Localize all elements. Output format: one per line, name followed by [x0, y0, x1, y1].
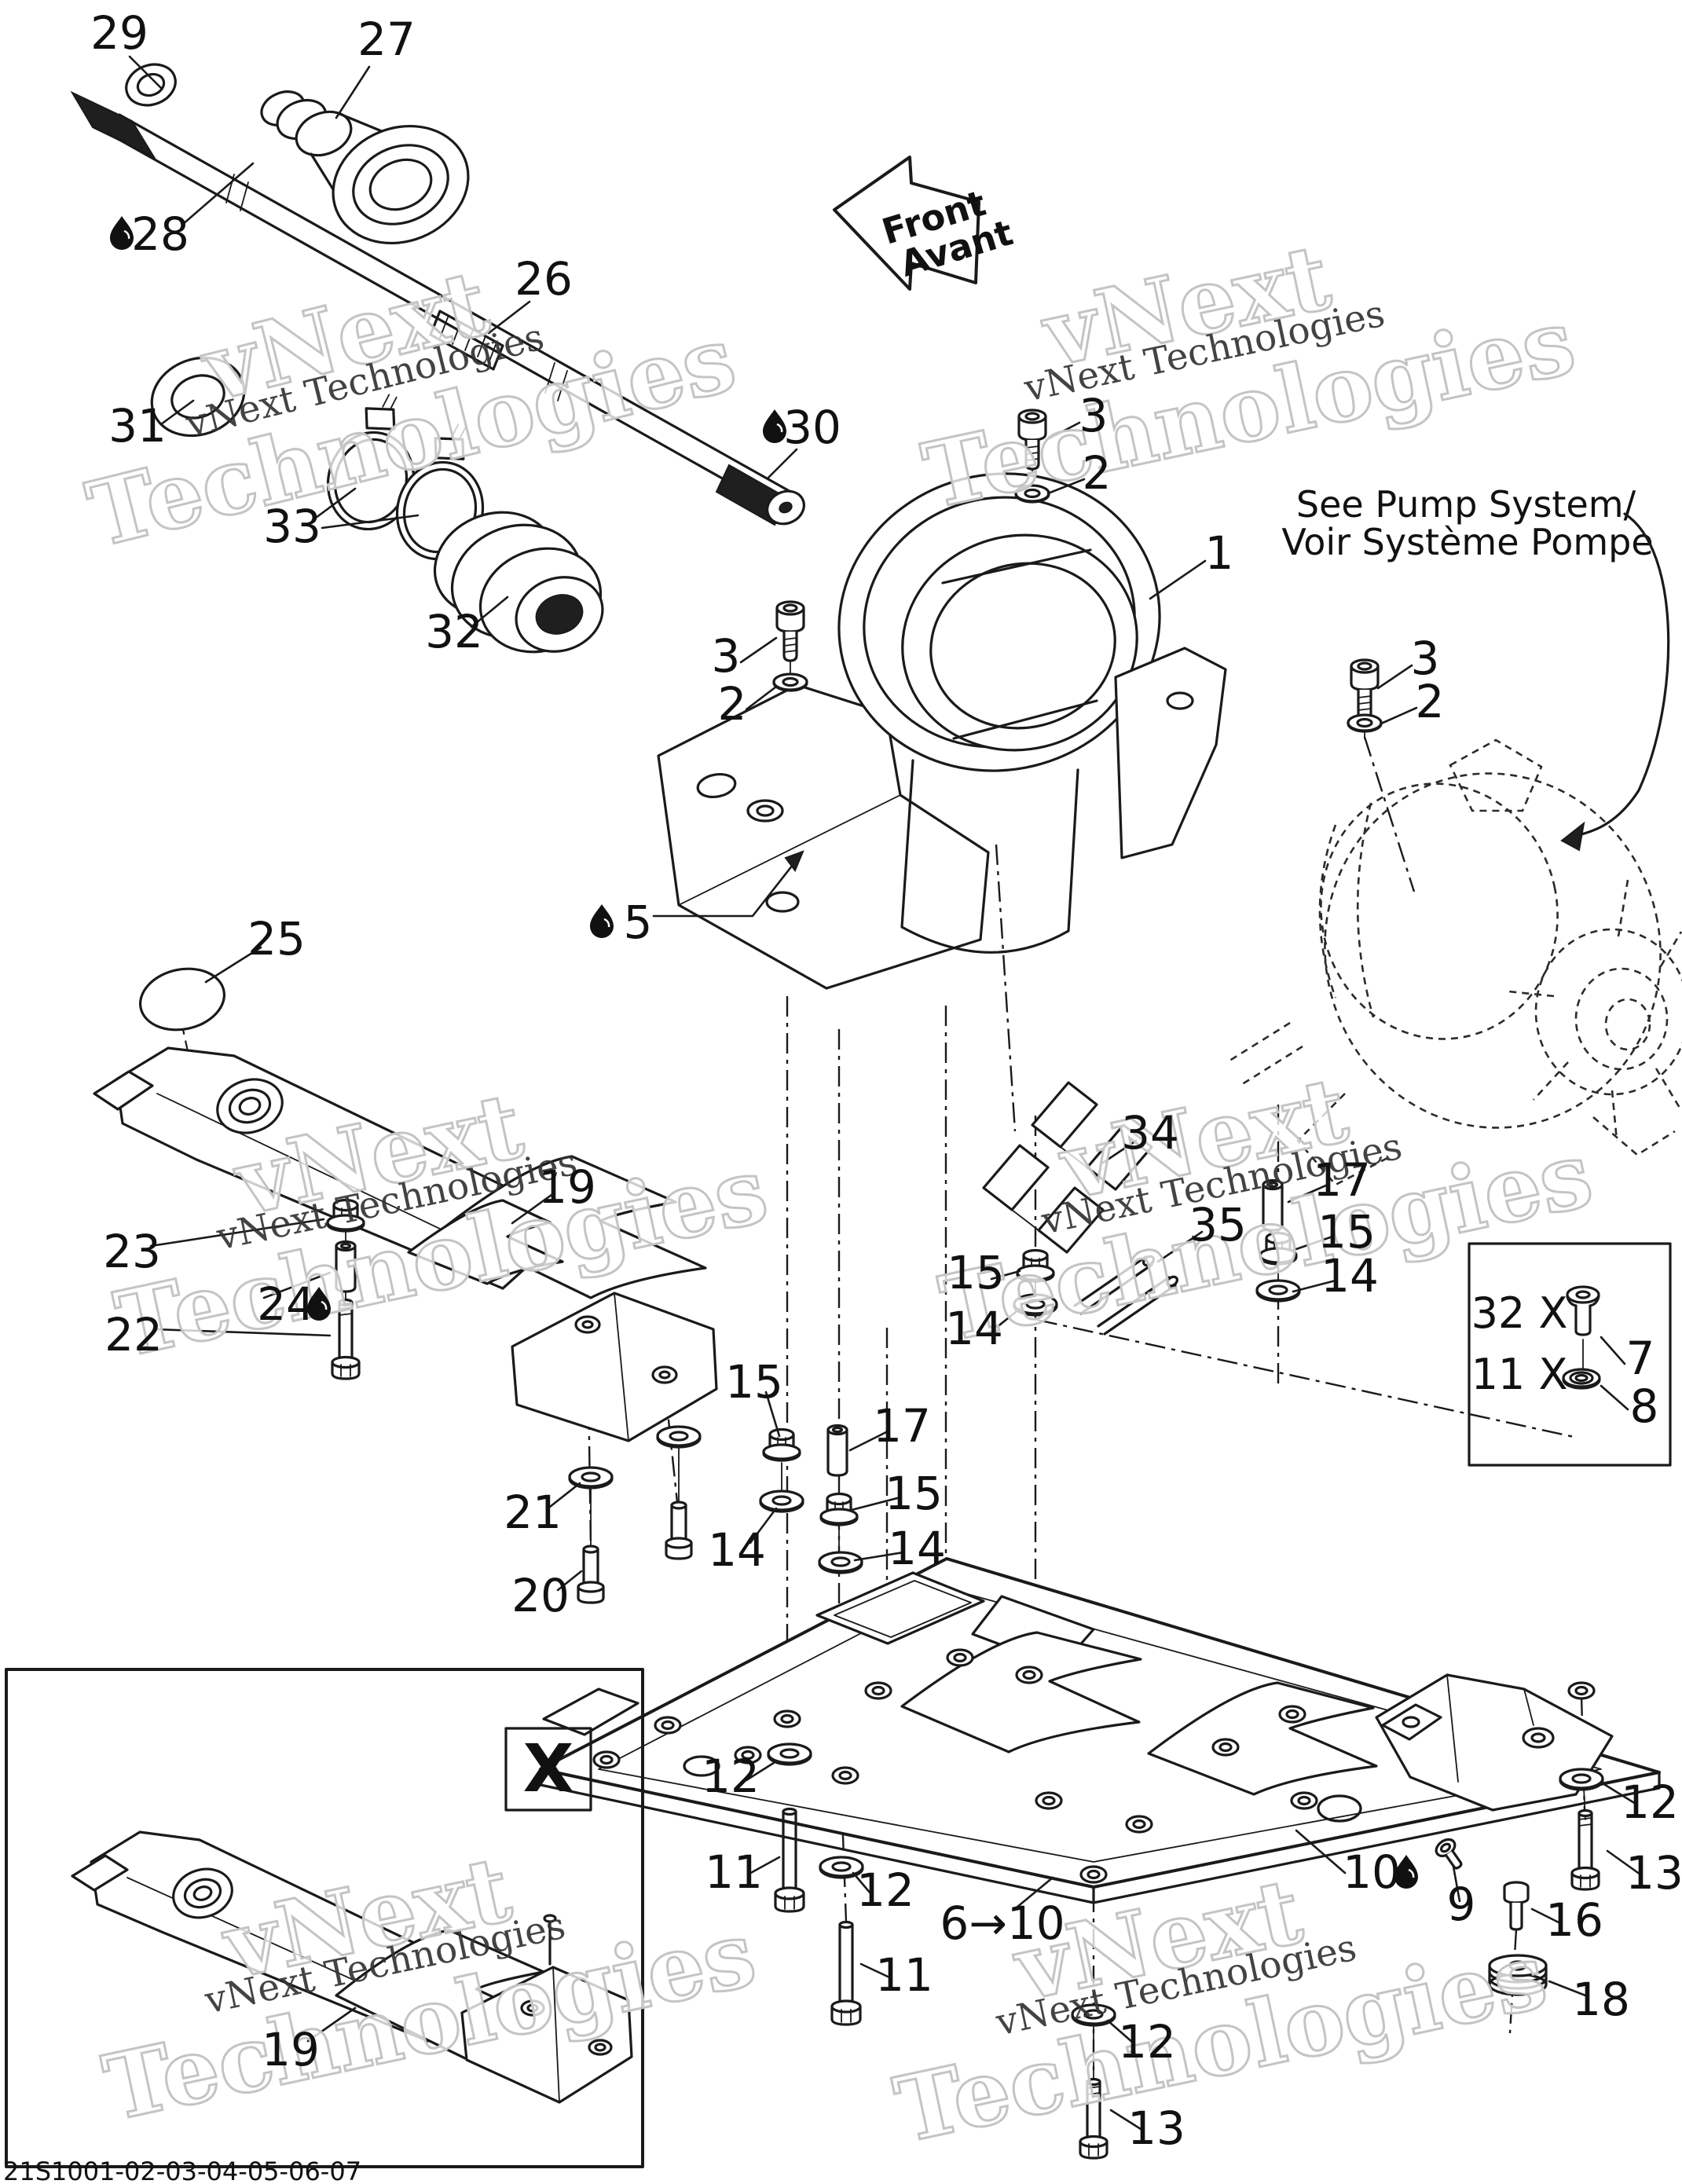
part-callout-35: 35 [1189, 1198, 1247, 1251]
part-callout-15: 15 [947, 1246, 1005, 1299]
trim-rail-19-alternate [71, 1830, 633, 2104]
part-callout-27: 27 [357, 13, 416, 66]
shaft-spline-front [70, 90, 156, 159]
screw-multiplier: 32 X [1471, 1288, 1568, 1338]
part-callout-12: 12 [856, 1863, 914, 1917]
part-callout-2: 2 [1416, 675, 1445, 728]
oil-droplet-icon [588, 903, 615, 940]
washer-multiplier: 11 X [1471, 1350, 1568, 1399]
trim-rail-19 [93, 1046, 718, 1442]
part-callout-5: 5 [624, 896, 653, 949]
part-callout-14: 14 [708, 1523, 766, 1577]
part-callout-20: 20 [511, 1569, 570, 1622]
part-callout-13: 13 [1625, 1846, 1682, 1900]
part-callout-29: 29 [90, 6, 148, 60]
part-callout-30: 30 [783, 401, 841, 454]
part-callout-10: 10 [1343, 1845, 1401, 1899]
seal-ring-29 [125, 63, 177, 107]
oil-droplet-icon [108, 214, 135, 251]
bellows-boot-32 [433, 511, 604, 654]
part-callout-8: 8 [1630, 1380, 1659, 1433]
part-callout-26: 26 [515, 252, 573, 306]
part-callout-12: 12 [1118, 2015, 1176, 2069]
pins-35 [1073, 1255, 1179, 1336]
part-callout-21: 21 [504, 1486, 562, 1539]
part-callout-33: 33 [263, 500, 321, 553]
part-callout-14: 14 [888, 1522, 946, 1575]
cap-25 [138, 967, 226, 1032]
part-callout-24: 24 [257, 1277, 315, 1331]
part-callout-13: 13 [1127, 2102, 1185, 2155]
leader-lines [128, 55, 1642, 2131]
ride-plate [539, 1557, 1661, 1904]
part-callout-18: 18 [1572, 1973, 1630, 2026]
bearing-boot-27 [260, 90, 470, 245]
part-callout-15: 15 [885, 1467, 943, 1520]
pump-note-arrow [1570, 512, 1670, 838]
part-callout-2: 2 [1083, 446, 1112, 500]
part-callout-12: 12 [1621, 1775, 1679, 1829]
part-callout-14: 14 [1321, 1249, 1379, 1303]
part-callout-12: 12 [702, 1750, 760, 1803]
part-callout-34: 34 [1121, 1106, 1179, 1160]
part-callout-6→10: 6→10 [940, 1896, 1065, 1950]
part-callout-17: 17 [1313, 1153, 1371, 1207]
inset-box: X [5, 1668, 644, 2168]
part-callout-7: 7 [1626, 1332, 1655, 1385]
pump-note-line2: Voir Système Pompe [1281, 521, 1653, 563]
bearing-housing-1 [657, 472, 1227, 990]
part-callout-11: 11 [705, 1845, 763, 1899]
x-marker-box [504, 1727, 592, 1812]
part-callout-14: 14 [945, 1302, 1003, 1355]
part-callout-23: 23 [103, 1225, 161, 1278]
pump-note: See Pump System/ Voir Système Pompe [1281, 483, 1670, 852]
front-direction-arrow: Front Avant [833, 156, 1017, 291]
part-callout-11: 11 [875, 1948, 933, 2002]
part-callout-3: 3 [1411, 632, 1440, 685]
pump-note-line1: See Pump System/ [1296, 483, 1636, 526]
pump-system-phantom [1226, 738, 1682, 1186]
part-callout-2: 2 [718, 677, 747, 731]
part-callout-15: 15 [725, 1355, 783, 1409]
drawing-number: 21S1001-02-03-04-05-06-07 [3, 2157, 361, 2184]
part-callout-9: 9 [1447, 1878, 1476, 1931]
part-callout-3: 3 [712, 629, 741, 683]
part-callout-32: 32 [425, 605, 483, 658]
part-callout-15: 15 [1317, 1205, 1376, 1259]
part-callout-3: 3 [1079, 389, 1109, 442]
part-callout-25: 25 [247, 912, 306, 966]
part-callout-17: 17 [873, 1399, 931, 1453]
seal-carrier-31 [150, 356, 246, 438]
assembly-axis-lines [181, 508, 1586, 2076]
part-callout-19: 19 [538, 1160, 596, 1214]
part-callout-28: 28 [131, 207, 189, 261]
x-marker: X [523, 1730, 574, 1807]
legend-box: 32 X 11 X [1468, 1242, 1672, 1467]
part-callout-1: 1 [1205, 526, 1234, 580]
part-callout-31: 31 [108, 399, 167, 453]
part-callout-22: 22 [104, 1308, 163, 1361]
washer-8 [1562, 1368, 1601, 1390]
part-callout-19: 19 [262, 2023, 320, 2076]
part-callout-16: 16 [1545, 1893, 1603, 1947]
drive-shaft-assembly [70, 90, 805, 526]
screw-7 [1566, 1285, 1600, 1336]
